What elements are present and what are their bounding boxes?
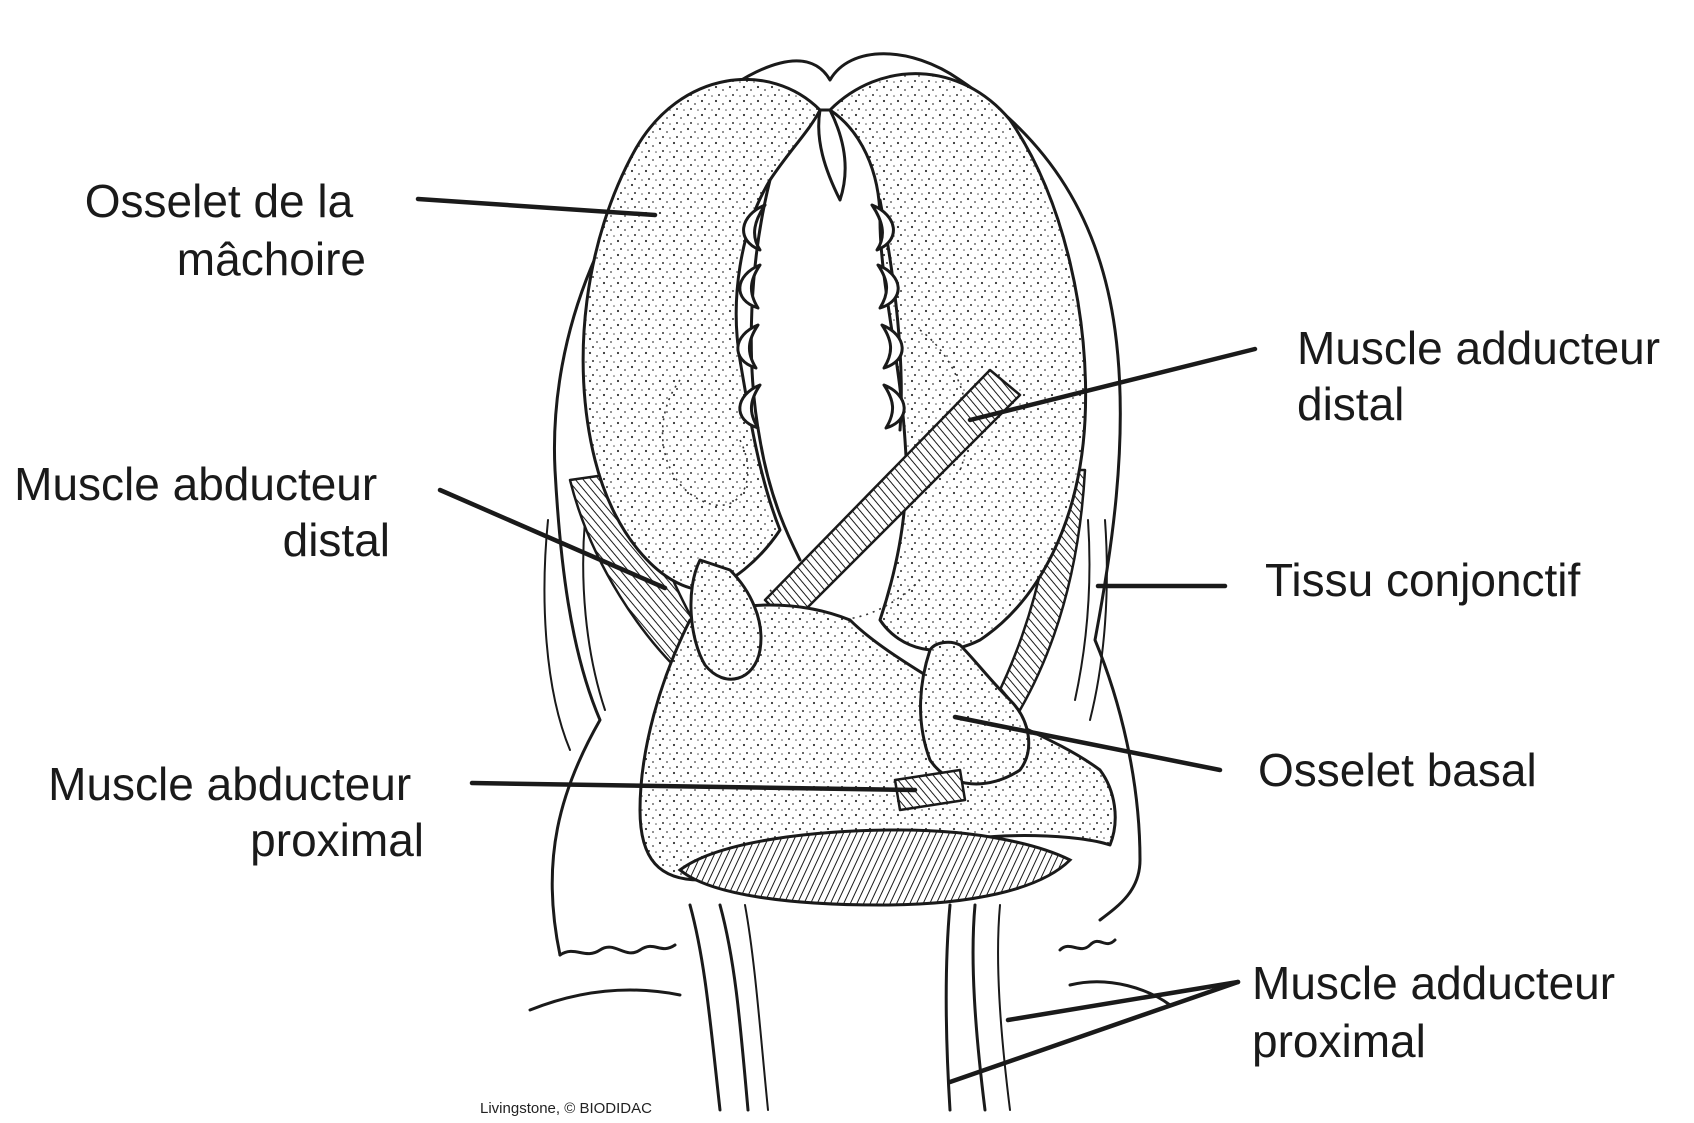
teeth-right	[870, 203, 906, 430]
leader-distal-adductor	[967, 346, 1258, 423]
label-distal-adductor: Muscle adducteur distal	[1297, 322, 1673, 430]
label-jaw-ossicle: Osselet de la mâchoire	[85, 175, 366, 285]
label-proximal-abductor: Muscle abducteur proximal	[48, 758, 424, 866]
leader-lines	[415, 196, 1258, 1085]
label-basal-ossicle: Osselet basal	[1258, 744, 1537, 796]
proximal-abductor-muscle	[893, 768, 967, 812]
epiphysis	[638, 603, 1117, 882]
teeth-left	[736, 203, 767, 430]
leader-proximal-adductor-2	[947, 979, 1241, 1085]
label-distal-abductor: Muscle abducteur distal	[14, 458, 390, 566]
leader-jaw-ossicle	[415, 196, 658, 218]
leader-basal-ossicle	[952, 714, 1223, 773]
basal-ring	[677, 828, 1073, 907]
leader-proximal-abductor	[469, 780, 918, 793]
jaw-ossicle-left	[581, 78, 822, 592]
label-connective-tissue: Tissu conjonctif	[1265, 554, 1581, 606]
leader-proximal-adductor-1	[1005, 979, 1241, 1023]
credit-text: Livingstone, © BIODIDAC	[480, 1100, 652, 1117]
label-proximal-adductor: Muscle adducteur proximal	[1252, 957, 1628, 1067]
basal-ossicle	[919, 640, 1031, 786]
leader-distal-abductor	[437, 487, 668, 591]
